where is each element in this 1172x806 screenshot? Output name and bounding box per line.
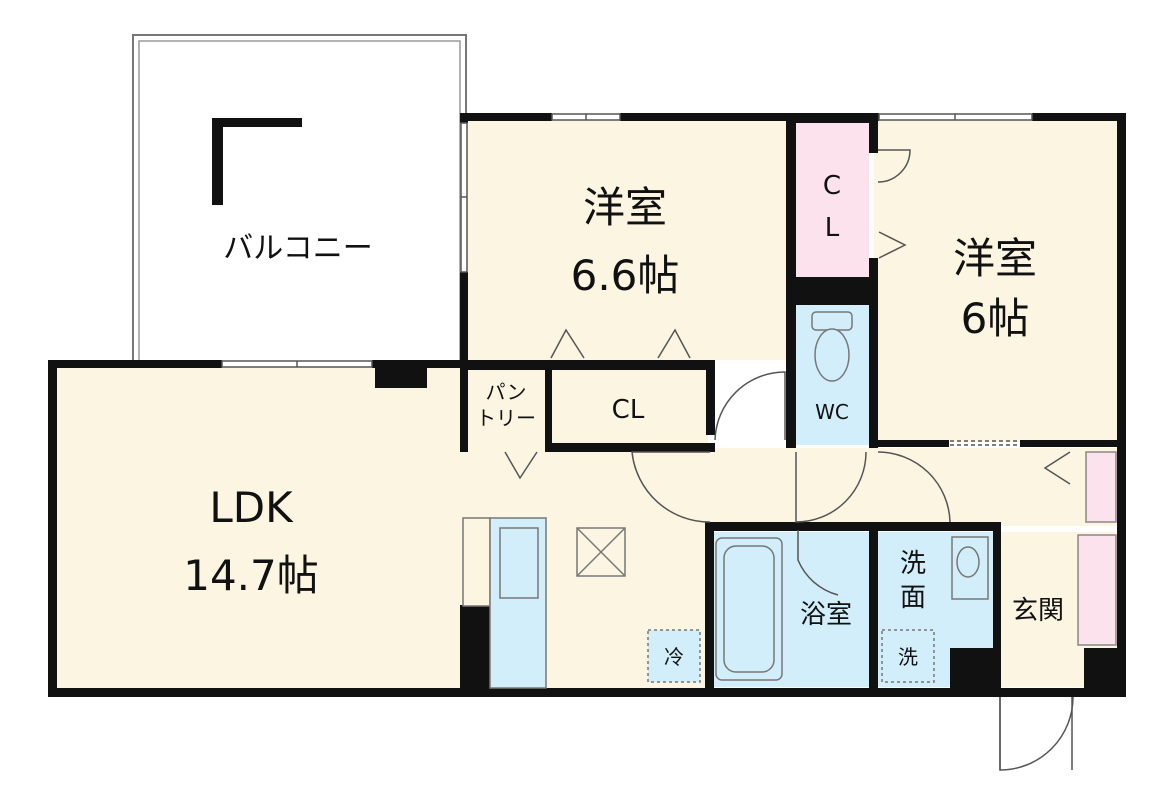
washroom-label-top: 洗 [900,549,926,579]
stove-icon-line [576,527,626,577]
balcony-outline [132,34,467,364]
hall-closet-door [1043,451,1071,485]
closet-fold-door [550,328,585,359]
wall [869,113,878,153]
wall [48,360,57,696]
closet-small-label-top: C [823,171,841,201]
wall [786,277,878,305]
western-room-2-floor [874,120,1118,442]
wall [48,360,222,368]
stove-icon [576,527,626,577]
wall [545,443,715,452]
western-room-2-size: 6帖 [961,294,1030,343]
balcony [132,34,467,364]
pantry-label-top: パン [486,380,527,404]
washer-label: 洗 [898,645,918,669]
pantry-fold-door [504,451,538,480]
ldk-size: 14.7帖 [183,551,319,600]
toilet-tank [811,311,853,331]
ldk-door-swing [631,451,711,523]
closet-door-swing [877,149,911,183]
entrance-door-swing [999,696,1074,771]
wc-door-swing [795,451,867,523]
washroom-label-bottom: 面 [900,583,926,613]
wall [620,113,792,121]
kitchen-counter-side [462,517,491,607]
wall [1084,648,1126,696]
washer-space [881,629,935,683]
wall [950,648,1000,696]
toilet-icon [814,328,850,382]
wall [705,522,1000,531]
doors [504,149,1074,771]
fridge-label: 冷 [664,645,684,669]
closet-fold-door [657,328,691,359]
wc-label: WC [815,400,849,424]
walls [48,113,1126,697]
wall [869,440,949,447]
wall [460,360,715,370]
western-room-2-label: 洋室 [953,234,1037,283]
fixtures [462,311,989,689]
wall [993,522,1001,697]
labels: バルコニー 洋室 6.6帖 洋室 6帖 C L WC パン トリー CL LDK… [183,171,1064,669]
wall [545,360,552,452]
room2-door-swing [877,451,951,523]
wall [1032,113,1126,121]
hall-closet [1085,451,1117,523]
wall [375,360,427,388]
wall [1020,440,1126,447]
closet-small-label-bottom: L [825,213,840,243]
wall [460,272,468,364]
western-room-1-floor [467,120,789,360]
wall [48,688,1126,697]
closet-large-label: CL [612,395,645,425]
western-room-1-label: 洋室 [583,183,667,232]
kitchen-sink-icon [499,527,539,599]
wall [869,258,878,448]
windows [221,113,1033,368]
closet-small-fold-door [878,231,907,259]
room1-door-swing [714,371,786,441]
bathtub-inner [723,545,775,673]
pantry-label-bottom: トリー [476,406,536,430]
bathroom-label: 浴室 [800,600,852,630]
bath-door-swing [797,530,839,596]
balcony-label: バルコニー [223,231,372,266]
wall [786,113,878,123]
western-room-1-size: 6.6帖 [571,251,680,300]
wall [460,113,552,121]
entrance-label: 玄関 [1012,596,1064,626]
wall [706,360,715,435]
wall [1117,113,1126,694]
closet-small-floor [795,122,869,277]
hallway-floor [708,448,1118,526]
washbasin-icon [956,546,980,578]
wall [460,605,490,695]
wall [460,113,468,123]
wall [869,522,878,697]
north-mark-icon [212,118,302,205]
ldk-label: LDK [209,483,294,532]
wall [869,113,879,121]
fridge-space [647,629,701,683]
shoe-cabinet [1077,534,1117,646]
wall [705,522,714,697]
wall [460,360,468,452]
